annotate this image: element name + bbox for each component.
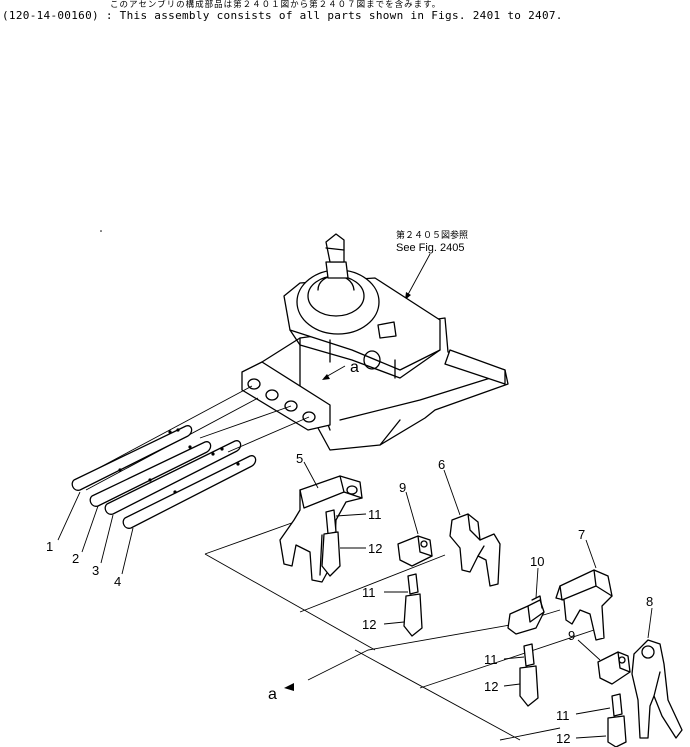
callout-9a: 9 bbox=[399, 480, 406, 495]
callout-8: 8 bbox=[646, 594, 653, 609]
reference-leader-line bbox=[404, 253, 431, 301]
callout-12b: 12 bbox=[362, 617, 376, 632]
wire-12c bbox=[519, 665, 539, 707]
shift-block-9-lower bbox=[597, 651, 631, 685]
set-screw-11b bbox=[407, 573, 419, 595]
leader-6 bbox=[443, 469, 461, 516]
leader-12b bbox=[383, 621, 405, 625]
leader-11a bbox=[335, 513, 367, 517]
leader-7 bbox=[585, 539, 597, 569]
view-arrowhead-bottom bbox=[284, 683, 294, 691]
shift-block-10 bbox=[507, 595, 545, 635]
shift-fork-7 bbox=[555, 569, 613, 641]
transmission-case bbox=[241, 233, 509, 451]
set-screw-11d bbox=[611, 693, 623, 717]
header-japanese-note: このアセンブリの構成部品は第２４０１図から第２４０７図までを含みます。 bbox=[110, 0, 442, 10]
leader-12d bbox=[575, 735, 607, 739]
leader-5 bbox=[303, 461, 319, 489]
set-screw-11c bbox=[523, 643, 535, 667]
shift-fork-5 bbox=[279, 475, 363, 583]
leader-11c bbox=[503, 656, 525, 660]
wire-12d bbox=[607, 715, 627, 747]
shift-fork-6 bbox=[449, 513, 501, 587]
leader-9a bbox=[405, 491, 419, 535]
callout-6: 6 bbox=[438, 457, 445, 472]
leader-8 bbox=[647, 607, 653, 639]
callout-4: 4 bbox=[114, 574, 121, 589]
callout-1: 1 bbox=[46, 539, 53, 554]
leader-11d bbox=[575, 707, 611, 715]
callout-11b: 11 bbox=[362, 585, 376, 600]
wire-12a bbox=[321, 531, 341, 577]
callout-9b: 9 bbox=[568, 628, 575, 643]
callout-12d: 12 bbox=[556, 731, 570, 746]
view-label-bottom: a bbox=[268, 686, 277, 703]
set-screw-11a bbox=[325, 509, 337, 535]
leader-9b bbox=[577, 639, 601, 661]
callout-11c: 11 bbox=[484, 652, 498, 667]
callout-2: 2 bbox=[72, 551, 79, 566]
callout-11d: 11 bbox=[556, 708, 570, 723]
reference-note-english: See Fig. 2405 bbox=[396, 242, 465, 254]
stray-dot bbox=[100, 230, 102, 232]
callout-5: 5 bbox=[296, 451, 303, 466]
rail-leader-lines bbox=[57, 491, 134, 575]
callout-3: 3 bbox=[92, 563, 99, 578]
shift-rails bbox=[71, 385, 310, 529]
shift-fork-8 bbox=[631, 639, 683, 739]
header-assembly-note: (120-14-00160) : This assembly consists … bbox=[2, 9, 563, 22]
leader-12c bbox=[503, 683, 521, 687]
callout-7: 7 bbox=[578, 527, 585, 542]
callout-12a: 12 bbox=[368, 541, 382, 556]
view-arrowhead-top bbox=[322, 374, 330, 380]
callout-10: 10 bbox=[530, 554, 544, 569]
shift-block-9-upper bbox=[397, 535, 433, 567]
leader-10 bbox=[535, 567, 539, 599]
reference-note-japanese: 第２４０５図参照 bbox=[396, 229, 468, 240]
wire-12b bbox=[403, 593, 423, 637]
callout-11a: 11 bbox=[368, 507, 382, 522]
view-label-top: a bbox=[350, 359, 359, 376]
callout-12c: 12 bbox=[484, 679, 498, 694]
